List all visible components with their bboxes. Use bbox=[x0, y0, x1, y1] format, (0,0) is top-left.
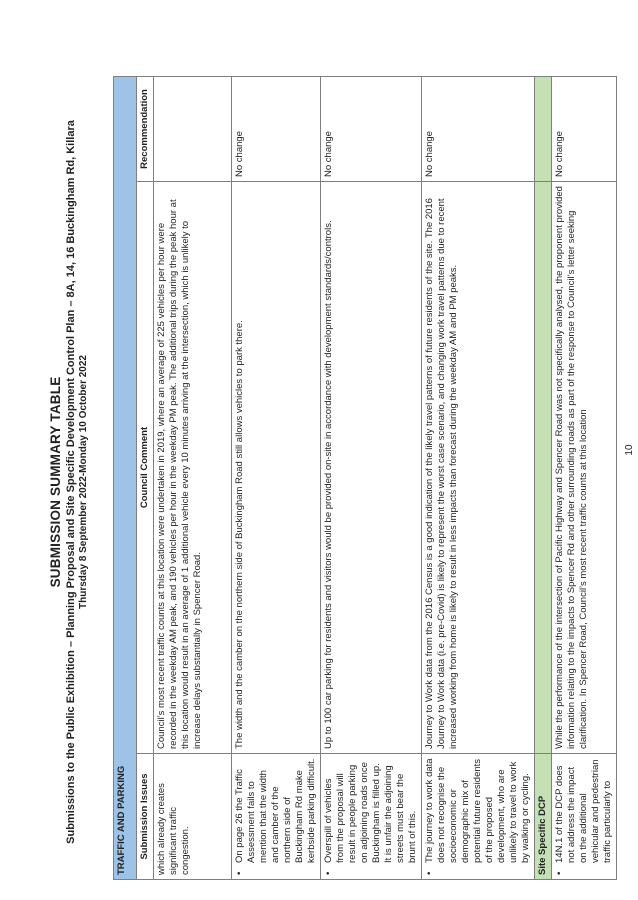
table-row: The journey to work data does not recogn… bbox=[421, 76, 535, 880]
page-number: 10 bbox=[624, 444, 635, 456]
column-header-row: Submission Issues Council Comment Recomm… bbox=[136, 76, 154, 880]
recommendation-cell: No change bbox=[231, 76, 321, 182]
issue-cell: On page 26 the Traffic Assessment fails … bbox=[231, 753, 321, 880]
issue-cell: 14N.1 of the DCP does not address the im… bbox=[551, 753, 617, 880]
recommendation-cell: No change bbox=[551, 76, 617, 182]
col-header-recommendation: Recommendation bbox=[136, 76, 154, 182]
page-title: SUBMISSION SUMMARY TABLE bbox=[48, 376, 63, 588]
section-site-specific-dcp: Site Specific DCP bbox=[534, 753, 552, 880]
col-header-comment: Council Comment bbox=[136, 181, 154, 754]
table-row: which already creates significant traffi… bbox=[153, 76, 232, 880]
issue-bullet: Overspill of vehicles from the proposal … bbox=[323, 758, 419, 875]
section-spacer bbox=[534, 181, 552, 754]
section-header-row: TRAFFIC AND PARKING bbox=[113, 76, 137, 880]
issue-bullet: On page 26 the Traffic Assessment fails … bbox=[234, 758, 318, 875]
page-subtitle: Submissions to the Public Exhibition – P… bbox=[65, 120, 77, 844]
issue-bullet: The journey to work data does not recogn… bbox=[424, 758, 532, 875]
issue-cell: Overspill of vehicles from the proposal … bbox=[320, 753, 422, 880]
recommendation-cell: No change bbox=[421, 76, 535, 182]
table-row: 14N.1 of the DCP does not address the im… bbox=[551, 76, 617, 880]
table-row: On page 26 the Traffic Assessment fails … bbox=[231, 76, 321, 880]
section-traffic-parking: TRAFFIC AND PARKING bbox=[113, 76, 137, 880]
issue-cell: which already creates significant traffi… bbox=[153, 753, 232, 880]
table-row: Overspill of vehicles from the proposal … bbox=[320, 76, 422, 880]
submission-summary-table: TRAFFIC AND PARKING Submission Issues Co… bbox=[113, 76, 617, 880]
comment-cell: While the performance of the intersectio… bbox=[551, 181, 617, 754]
section-header-row: Site Specific DCP bbox=[534, 76, 552, 880]
col-header-issues: Submission Issues bbox=[136, 753, 154, 880]
comment-cell: Journey to Work data from the 2016 Censu… bbox=[421, 181, 535, 754]
recommendation-cell bbox=[153, 76, 232, 182]
comment-cell: Council’s most recent traffic counts at … bbox=[153, 181, 232, 754]
recommendation-cell: No change bbox=[320, 76, 422, 182]
comment-cell: Up to 100 car parking for residents and … bbox=[320, 181, 422, 754]
comment-cell: The width and the camber on the northern… bbox=[231, 181, 321, 754]
issue-cell: The journey to work data does not recogn… bbox=[421, 753, 535, 880]
title-block: SUBMISSION SUMMARY TABLE Submissions to … bbox=[48, 64, 89, 900]
issue-bullet: 14N.1 of the DCP does not address the im… bbox=[554, 758, 614, 875]
section-spacer bbox=[534, 76, 552, 182]
exhibition-dates: Thursday 8 September 2022-Monday 10 Octo… bbox=[78, 355, 89, 609]
